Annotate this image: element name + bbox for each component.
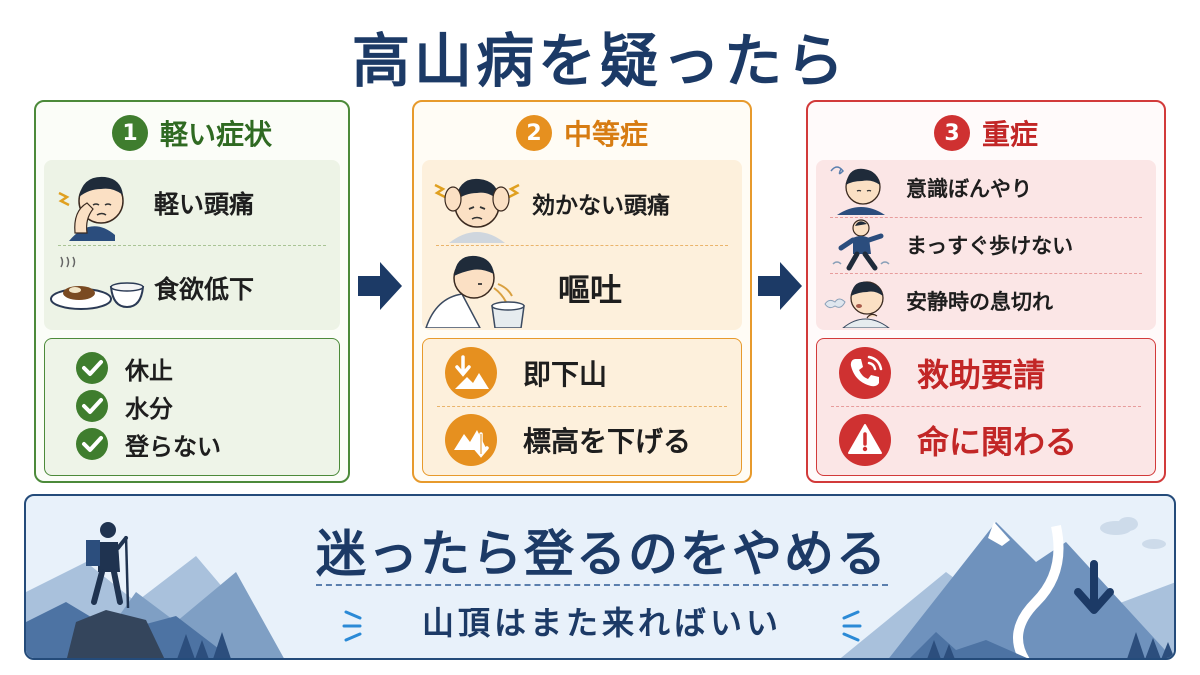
banner-sub-text: 山頂はまた来ればいい	[421, 604, 782, 642]
check-icon	[76, 390, 108, 422]
card-mild: 1 軽い症状 軽い頭痛	[34, 100, 350, 483]
symptom-item: 嘔吐	[422, 245, 742, 330]
headache-icon	[422, 160, 532, 245]
symptom-label: 効かない頭痛	[532, 192, 670, 219]
action-item: 休止	[75, 349, 339, 387]
page-title: 高山病を疑ったら	[351, 27, 848, 95]
card-title: 軽い症状	[159, 118, 272, 151]
action-item: 登らない	[75, 425, 339, 463]
symptom-item: まっすぐ歩けない	[816, 216, 1156, 274]
action-label: 水分	[125, 394, 173, 423]
level-number: 1	[111, 115, 148, 151]
symptom-label: 意識ぼんやり	[906, 177, 1032, 202]
action-label: 即下山	[523, 357, 608, 391]
action-label: 命に関わる	[917, 422, 1078, 461]
banner-divider	[316, 584, 888, 586]
warning-icon	[839, 413, 891, 466]
action-item: 標高を下げる	[423, 406, 741, 473]
card-header: 2 中等症	[422, 110, 742, 156]
action-item: 水分	[75, 387, 339, 425]
tree-icon	[177, 632, 231, 658]
action-label: 救助要請	[917, 355, 1046, 394]
action-list: 救助要請 命に関わる	[816, 338, 1156, 476]
symptom-label: 嘔吐	[558, 270, 623, 309]
card-header: 3 重症	[816, 110, 1156, 156]
symptom-label: まっすぐ歩けない	[906, 233, 1074, 258]
mountain-scene	[26, 517, 1174, 658]
symptom-item: 意識ぼんやり	[816, 160, 1156, 217]
action-item: 即下山	[423, 339, 741, 406]
banner-main-text: 迷ったら登るのをやめる	[316, 525, 888, 583]
down-arrow-icon	[1074, 560, 1114, 614]
meal-icon	[44, 245, 154, 330]
arrow-right-icon	[358, 262, 402, 310]
symptom-item: 効かない頭痛	[422, 160, 742, 245]
card-header: 1 軽い症状	[44, 110, 340, 156]
card-title: 中等症	[563, 118, 648, 151]
symptom-list: 意識ぼんやり まっすぐ歩けない	[816, 160, 1156, 330]
symptom-label: 軽い頭痛	[154, 189, 255, 219]
symptom-item: 安静時の息切れ	[816, 273, 1156, 330]
cloud-icon	[1100, 517, 1166, 549]
symptom-label: 安静時の息切れ	[906, 290, 1053, 315]
action-list: 即下山 標高を下げる	[422, 338, 742, 476]
bottom-banner: 迷ったら登るのをやめる 山頂はまた来ればいい	[24, 494, 1176, 660]
symptom-list: 軽い頭痛 食欲低下	[44, 160, 340, 330]
card-title: 重症	[981, 118, 1038, 151]
descend-icon	[445, 346, 497, 399]
symptom-list: 効かない頭痛 嘔吐	[422, 160, 742, 330]
action-list: 休止 水分 登らない	[44, 338, 340, 476]
level-number: 3	[933, 115, 970, 151]
lower-altitude-icon	[445, 413, 497, 466]
action-label: 休止	[125, 356, 173, 385]
action-label: 登らない	[125, 432, 221, 461]
dizzy-icon	[816, 160, 906, 217]
headache-icon	[44, 160, 154, 245]
check-icon	[76, 352, 108, 384]
symptom-label: 食欲低下	[154, 274, 255, 304]
card-severe: 3 重症 意識ぼんやり	[806, 100, 1166, 483]
vomit-icon	[422, 245, 532, 330]
card-moderate: 2 中等症 効かない頭痛	[412, 100, 752, 483]
breath-icon	[816, 273, 906, 330]
action-item: 命に関わる	[817, 406, 1155, 473]
action-label: 標高を下げる	[523, 424, 692, 458]
check-icon	[76, 428, 108, 460]
symptom-item: 軽い頭痛	[44, 160, 340, 245]
level-number: 2	[515, 115, 552, 151]
phone-icon	[839, 346, 891, 399]
action-item: 救助要請	[817, 339, 1155, 406]
hiker-icon	[86, 522, 130, 609]
stagger-icon	[816, 217, 906, 274]
arrow-right-icon	[758, 262, 802, 310]
tree-icon	[927, 632, 1174, 658]
symptom-item: 食欲低下	[44, 245, 340, 330]
